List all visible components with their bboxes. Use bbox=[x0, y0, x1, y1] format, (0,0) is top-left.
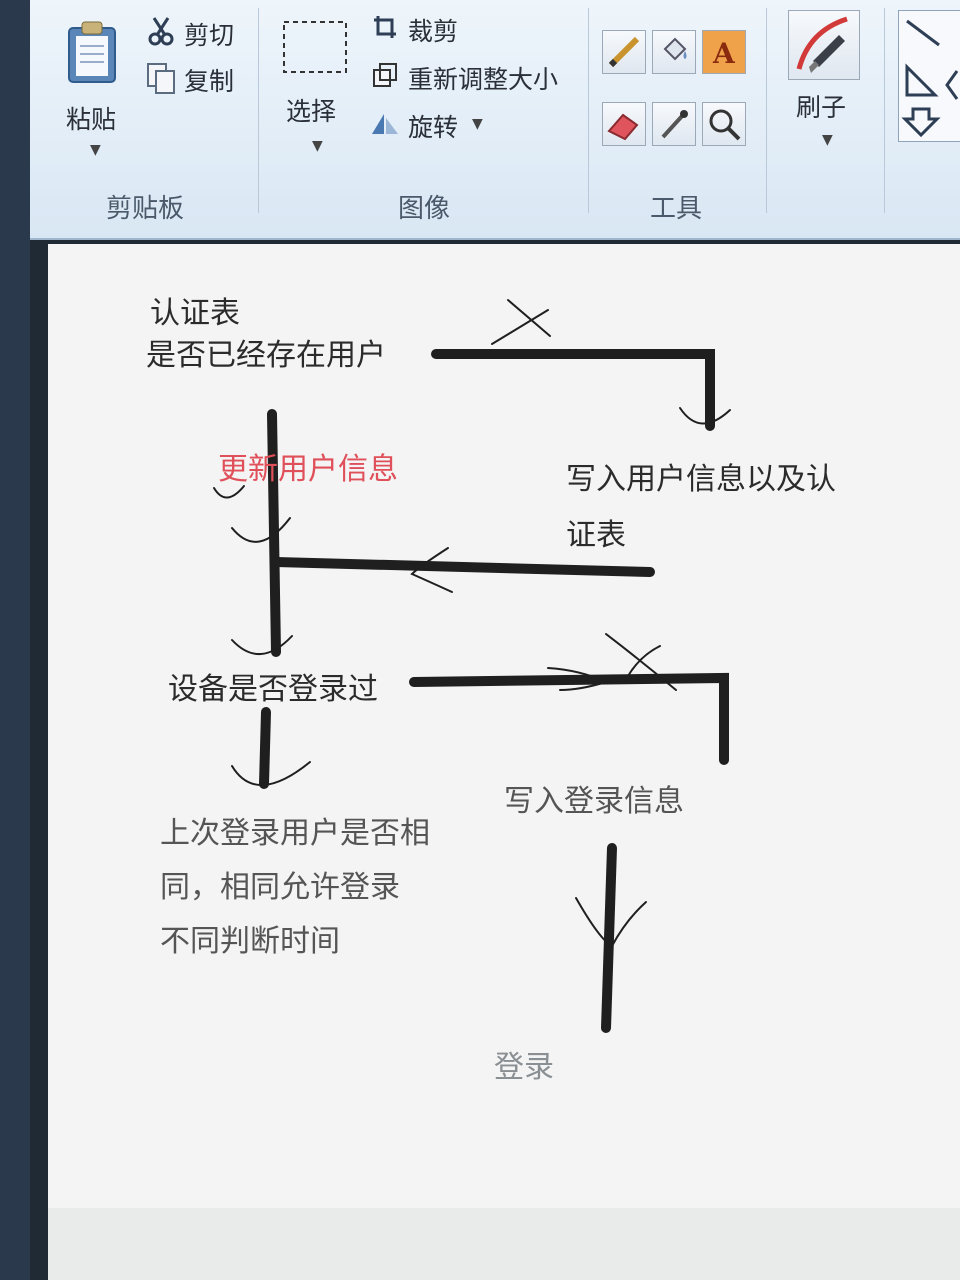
update-user-label: 更新用户信息 bbox=[218, 452, 398, 487]
brushes-button[interactable]: 刷子 bbox=[796, 93, 847, 122]
login-label: 登录 bbox=[494, 1050, 554, 1085]
drawing-canvas[interactable] bbox=[48, 244, 960, 1280]
group-separator bbox=[588, 8, 589, 213]
tools-group-label: 工具 bbox=[650, 194, 703, 224]
paste-dropdown-icon[interactable]: ▼ bbox=[90, 142, 101, 158]
crop-icon[interactable] bbox=[372, 14, 398, 40]
svg-text:A: A bbox=[712, 37, 736, 70]
last-user-label-line2: 同，相同允许登录 bbox=[160, 870, 400, 905]
copy-icon[interactable] bbox=[146, 62, 176, 94]
fill-icon[interactable] bbox=[652, 30, 696, 74]
select-dropdown-icon[interactable]: ▼ bbox=[312, 138, 323, 154]
ribbon: 粘贴 ▼ 剪切 复制 剪贴板 选择 ▼ 裁剪 bbox=[30, 0, 960, 240]
crop-button[interactable]: 裁剪 bbox=[408, 17, 459, 46]
text-icon[interactable]: A bbox=[702, 30, 746, 74]
write-login-label: 写入登录信息 bbox=[504, 784, 684, 819]
auth-table-label: 认证表 bbox=[150, 296, 240, 331]
group-separator bbox=[258, 8, 259, 213]
rotate-icon[interactable] bbox=[370, 110, 400, 136]
shapes-gallery[interactable] bbox=[898, 10, 960, 142]
write-user-label-line1: 写入用户信息以及认 bbox=[566, 462, 836, 497]
write-user-label-line2: 证表 bbox=[566, 518, 626, 553]
last-user-label-line1: 上次登录用户是否相 bbox=[160, 816, 430, 851]
color-picker-icon[interactable] bbox=[652, 102, 696, 146]
brush-icon[interactable] bbox=[788, 10, 860, 80]
select-icon[interactable] bbox=[282, 20, 348, 74]
canvas-bottom-area bbox=[48, 1208, 960, 1280]
copy-button[interactable]: 复制 bbox=[184, 67, 235, 96]
select-button[interactable]: 选择 bbox=[286, 97, 337, 126]
eraser-icon[interactable] bbox=[602, 102, 646, 146]
pencil-icon[interactable] bbox=[602, 30, 646, 74]
cut-button[interactable]: 剪切 bbox=[184, 21, 235, 50]
group-separator bbox=[884, 8, 885, 213]
resize-button[interactable]: 重新调整大小 bbox=[408, 65, 559, 94]
brushes-dropdown-icon[interactable]: ▼ bbox=[822, 132, 833, 148]
user-exists-label: 是否已经存在用户 bbox=[146, 338, 386, 373]
image-group-label: 图像 bbox=[398, 194, 451, 224]
device-logged-label: 设备是否登录过 bbox=[168, 672, 378, 707]
rotate-button[interactable]: 旋转 bbox=[408, 113, 459, 142]
paste-button[interactable]: 粘贴 bbox=[66, 105, 117, 134]
magnifier-icon[interactable] bbox=[702, 102, 746, 146]
group-separator bbox=[766, 8, 767, 213]
cut-icon[interactable] bbox=[148, 16, 174, 46]
rotate-dropdown-icon[interactable]: ▼ bbox=[472, 116, 483, 132]
resize-icon[interactable] bbox=[372, 62, 398, 88]
paste-icon[interactable] bbox=[66, 20, 118, 84]
clipboard-group-label: 剪贴板 bbox=[106, 194, 185, 224]
last-user-label-line3: 不同判断时间 bbox=[160, 924, 340, 959]
